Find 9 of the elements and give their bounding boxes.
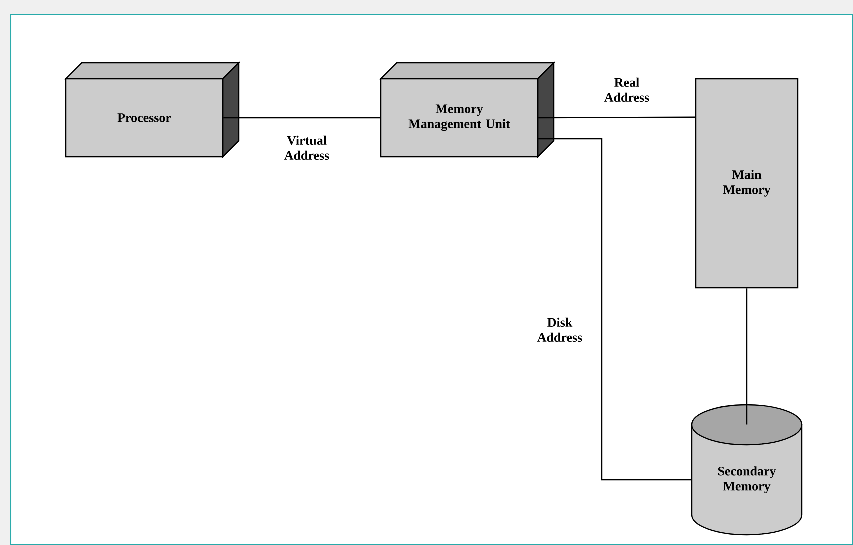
edge-label: Disk Address <box>528 316 592 344</box>
edge-label: Real Address <box>595 76 659 104</box>
edge-label: Virtual Address <box>275 134 339 162</box>
connector-line <box>746 288 748 425</box>
connector-line <box>224 117 380 119</box>
cylinder: Secondary Memory <box>691 404 803 536</box>
process-box: Main Memory <box>695 78 799 289</box>
connector-line <box>538 116 696 119</box>
connector-line <box>538 138 692 481</box>
